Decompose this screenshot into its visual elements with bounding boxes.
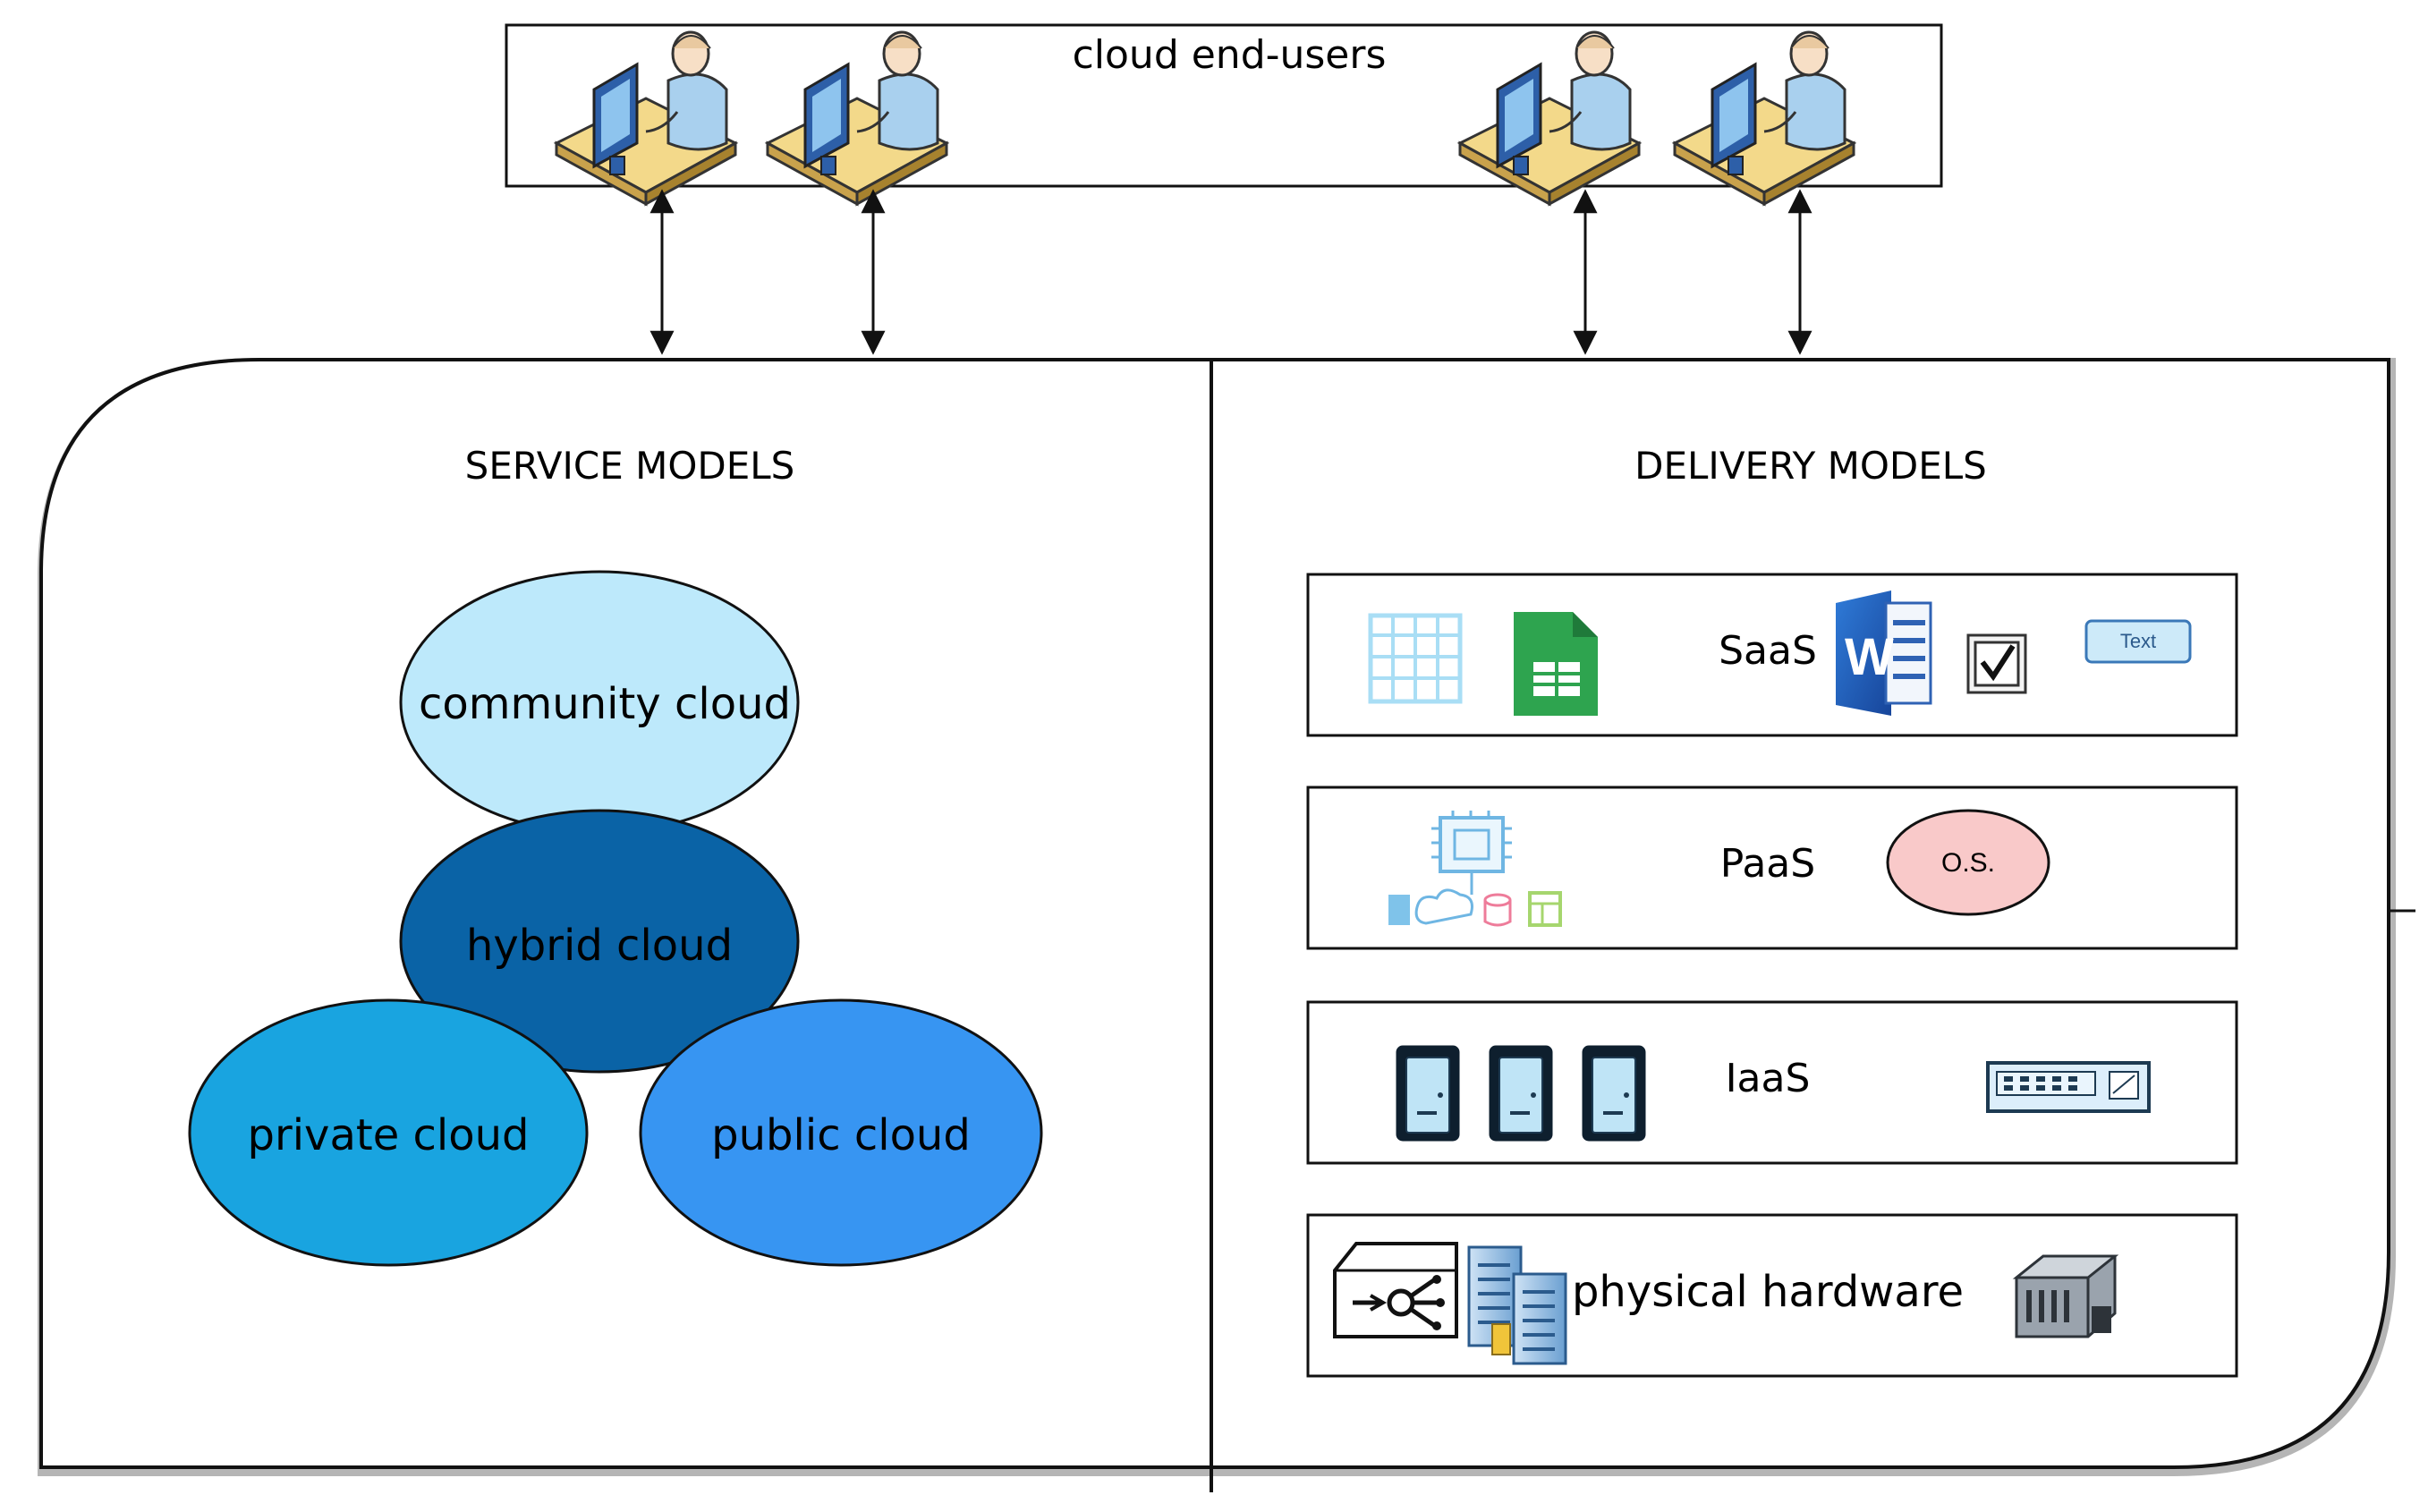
hybrid-cloud-shape (399, 809, 800, 1074)
delivery-models-section: DELIVERY MODELS SaaS W (1306, 444, 2238, 1378)
svg-text:W: W (1845, 628, 1894, 686)
server-icon-2 (1489, 1045, 1553, 1142)
spreadsheet-icon (1514, 612, 1598, 716)
hybrid-cloud: hybrid cloud (399, 809, 800, 1074)
private-cloud: private cloud (188, 998, 589, 1267)
os-shape (1886, 809, 2050, 916)
saas-box (1306, 573, 2238, 737)
network-switch-icon (1986, 1061, 2151, 1113)
iaas-label: IaaS (1726, 1056, 1811, 1101)
service-models-heading: SERVICE MODELS (465, 444, 795, 488)
public-cloud-shape (639, 998, 1043, 1267)
public-cloud-label: public cloud (711, 1110, 971, 1160)
hybrid-cloud-label: hybrid cloud (466, 921, 733, 971)
text-box-label: Text (2120, 630, 2156, 652)
end-users-group: cloud end-users (505, 23, 1943, 206)
end-users-title: cloud end-users (1073, 32, 1387, 78)
server-icon-1 (1396, 1045, 1460, 1142)
saas-label: SaaS (1719, 628, 1817, 674)
datacenter-icon (1467, 1245, 1567, 1365)
paas-label: PaaS (1720, 841, 1815, 887)
server-icon-3 (1582, 1045, 1646, 1142)
delivery-models-heading: DELIVERY MODELS (1634, 444, 1987, 488)
private-cloud-label: private cloud (248, 1110, 530, 1160)
service-models-section: SERVICE MODELS community cloud hybrid cl… (188, 444, 1043, 1267)
public-cloud: public cloud (639, 998, 1043, 1267)
text-box-icon: Text (2084, 619, 2192, 664)
iaas-layer: IaaS (1306, 1000, 2238, 1165)
checkbox-icon (1966, 633, 2027, 694)
hardware-label: physical hardware (1572, 1267, 1964, 1317)
paas-layer: PaaS O.S. (1306, 786, 2238, 950)
calendar-icon (1368, 613, 1463, 704)
os-icon: O.S. (1886, 809, 2050, 916)
community-cloud-label: community cloud (419, 679, 791, 729)
connection-arrows (649, 189, 1813, 355)
private-cloud-shape (188, 998, 589, 1267)
hardware-layer: physical hardware (1306, 1213, 2238, 1378)
router-icon (1333, 1242, 1458, 1338)
ai-chip-icon (1388, 811, 1562, 927)
word-document-icon: W (1836, 590, 1932, 716)
community-cloud: community cloud (399, 570, 800, 835)
os-label: O.S. (1941, 848, 1995, 878)
saas-layer: SaaS W (1306, 573, 2238, 737)
hardware-device-icon (2012, 1254, 2119, 1338)
